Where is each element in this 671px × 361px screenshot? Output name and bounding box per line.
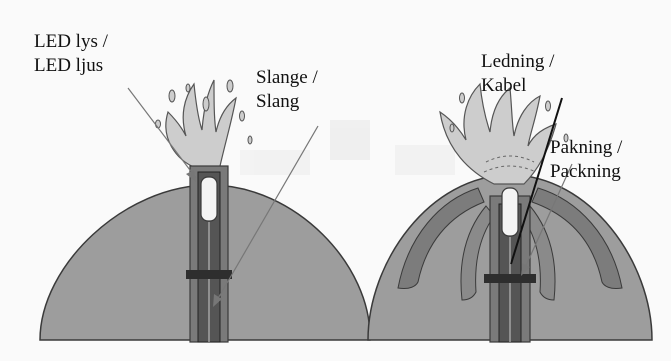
- gasket-label-line1: Pakning /: [550, 136, 622, 160]
- left-gasket: [186, 270, 232, 279]
- gasket-label-line2: Packning: [550, 160, 622, 184]
- right-water-spray: [440, 84, 556, 184]
- left-fountain: [40, 80, 370, 342]
- left-water-spray: [166, 80, 236, 168]
- cable-label-line2: Kabel: [481, 74, 554, 98]
- background-texture: [240, 120, 455, 175]
- gasket-label: Pakning / Packning: [550, 136, 622, 184]
- cable-label-line1: Ledning /: [481, 50, 554, 74]
- led-label-line2: LED ljus: [34, 54, 108, 78]
- led-label: LED lys / LED ljus: [34, 30, 108, 78]
- hose-label-line1: Slange /: [256, 66, 318, 90]
- led-label-line1: LED lys /: [34, 30, 108, 54]
- right-led: [502, 188, 518, 236]
- hose-label: Slange / Slang: [256, 66, 318, 114]
- cable-label: Ledning / Kabel: [481, 50, 554, 98]
- hose-label-line2: Slang: [256, 90, 318, 114]
- left-led: [201, 177, 217, 221]
- right-fountain: [368, 84, 652, 342]
- right-gasket: [484, 274, 536, 283]
